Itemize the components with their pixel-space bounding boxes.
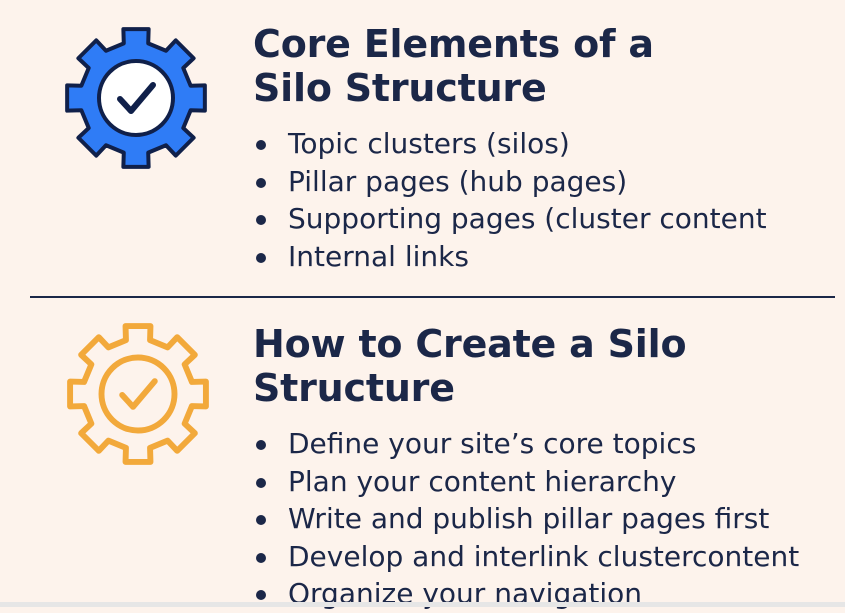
bullet-list: Topic clusters (silos) Pillar pages (hub… [255,125,840,275]
list-item: Supporting pages (cluster content [255,200,840,238]
title-line: Silo Structure [253,66,547,110]
bullet-list: Define your site’s core topics Plan your… [255,425,840,613]
section-divider [30,296,835,298]
list-item-text: Develop and interlink clustercontent [288,539,800,573]
list-item-text: Write and publish pillar pages first [288,502,770,535]
list-item: Pillar pages (hub pages) [255,163,840,201]
bullet-dot [256,215,266,225]
bullet-dot [256,252,266,263]
list-item: Develop and interlink clustercontent [255,538,840,576]
list-item-text: Pillar pages (hub pages) [288,164,628,198]
list-item-text: Internal links [288,239,469,273]
list-item-text: Define your site’s core topics [288,427,697,460]
gear-check-icon [62,24,210,172]
gear-check-icon [65,321,211,467]
bullet-dot [256,440,266,450]
bullet-dot [256,515,266,525]
list-item-text: Plan your content hierarchy [288,464,677,498]
bullet-dot [256,177,266,188]
bullet-dot [256,590,266,600]
list-item: Write and publish pillar pages first [255,500,840,538]
bullet-dot [256,552,266,563]
gear-outline [67,323,209,465]
list-item-text: Topic clusters (silos) [288,127,570,160]
bottom-edge [0,602,845,607]
section-title: How to Create a Silo Structure [253,322,687,410]
list-item-text: Supporting pages (cluster content [288,202,767,235]
list-item: Topic clusters (silos) [255,125,840,163]
list-item: Define your site’s core topics [255,425,840,463]
title-line: Structure [253,366,455,410]
title-line: How to Create a Silo [253,322,687,366]
bullet-dot [256,477,266,488]
list-item: Plan your content hierarchy [255,463,840,501]
bullet-dot [256,140,266,150]
how-to-create-section: How to Create a Silo Structure Define yo… [0,298,845,610]
core-elements-section: Core Elements of a Silo Structure Topic … [0,0,845,296]
list-item: Internal links [255,238,840,276]
title-line: Core Elements of a [253,22,654,66]
section-title: Core Elements of a Silo Structure [253,22,654,110]
